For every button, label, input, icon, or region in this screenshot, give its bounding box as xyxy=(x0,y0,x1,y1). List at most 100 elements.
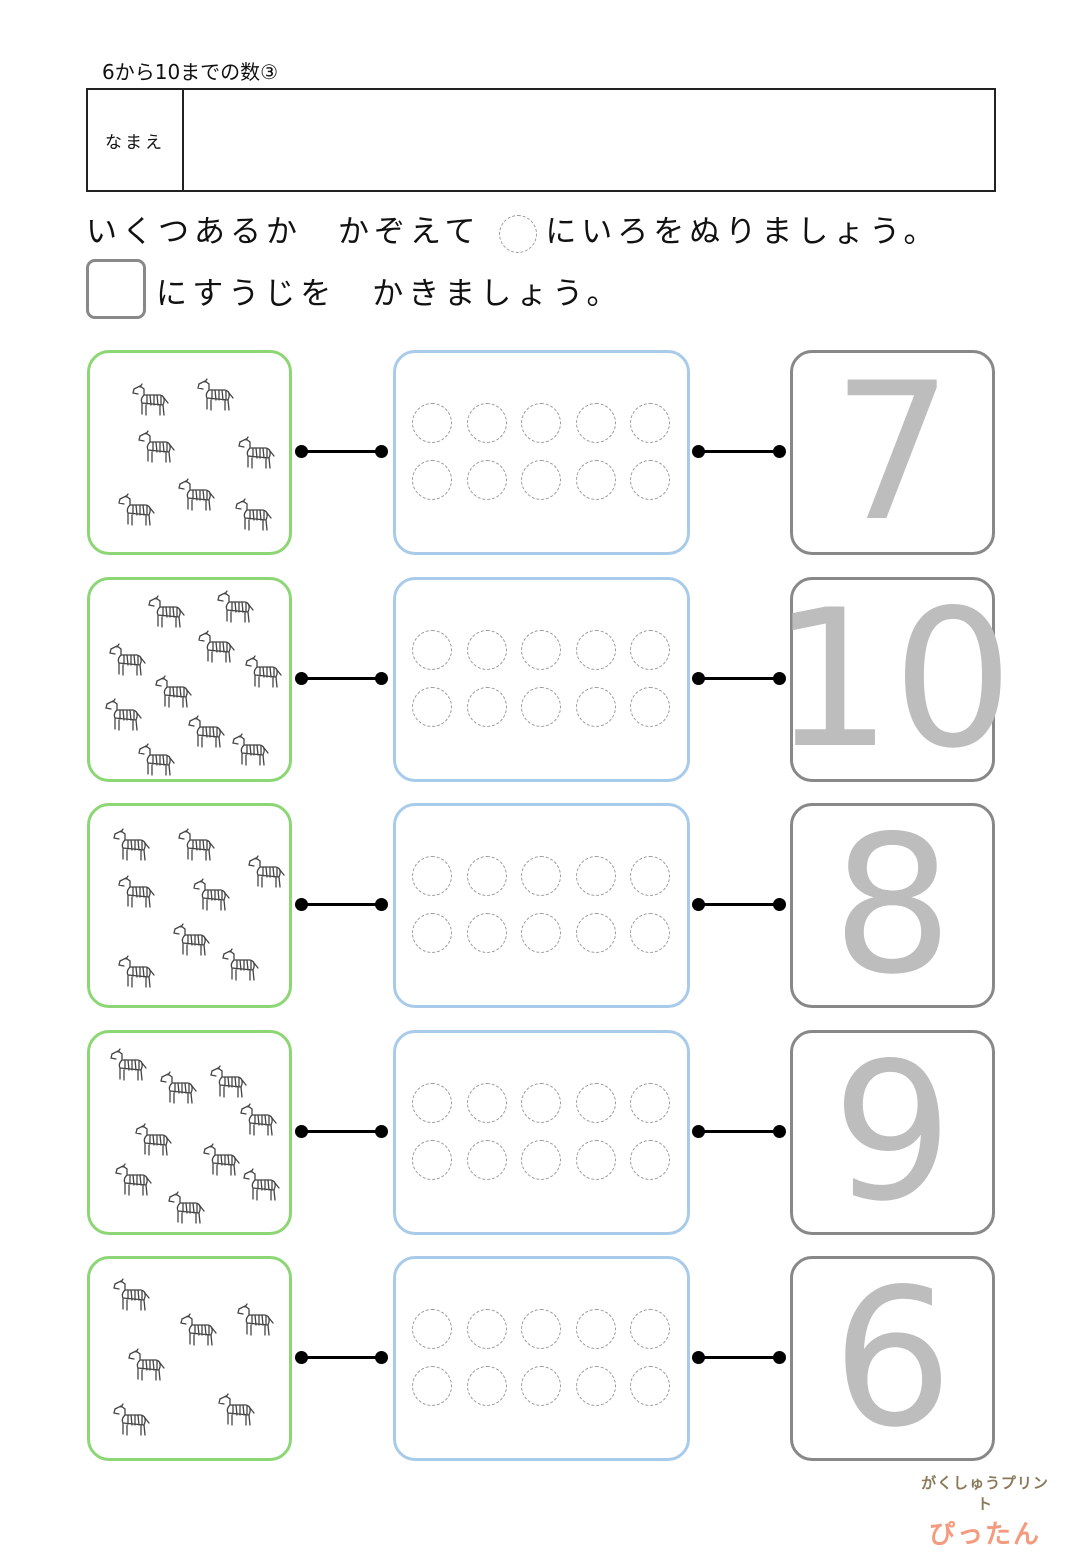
exercise-row: 10 xyxy=(0,577,1080,782)
zebra-icon xyxy=(215,590,255,626)
zebra-icon xyxy=(241,1168,281,1204)
coloring-circle[interactable] xyxy=(466,1366,507,1406)
coloring-circle[interactable] xyxy=(575,1083,616,1123)
zebra-icon xyxy=(116,955,156,991)
zebra-icon xyxy=(216,1393,256,1429)
coloring-circle[interactable] xyxy=(466,403,507,443)
zebra-icon xyxy=(196,630,236,666)
picture-box xyxy=(87,577,292,782)
zebra-icon xyxy=(153,675,193,711)
coloring-circle[interactable] xyxy=(575,856,616,896)
coloring-circles-box xyxy=(393,350,690,555)
coloring-circle[interactable] xyxy=(575,1366,616,1406)
coloring-circle[interactable] xyxy=(630,856,670,896)
trace-number: 7 xyxy=(832,341,953,563)
connector-line xyxy=(301,677,381,680)
zebra-icon xyxy=(230,733,270,769)
connector-dot[interactable] xyxy=(375,1351,388,1364)
zebra-icon xyxy=(208,1065,248,1101)
zebra-icon xyxy=(158,1071,198,1107)
coloring-circle[interactable] xyxy=(575,630,616,670)
coloring-circle[interactable] xyxy=(412,1083,452,1123)
zebra-icon xyxy=(107,643,147,679)
coloring-circle[interactable] xyxy=(466,630,507,670)
coloring-circle[interactable] xyxy=(412,856,452,896)
zebra-icon xyxy=(186,715,226,751)
logo-line-1: がくしゅうプリント xyxy=(921,1474,1049,1513)
coloring-circle[interactable] xyxy=(575,1140,616,1180)
zebra-icon xyxy=(146,595,186,631)
instruction-line-1: いくつあるか かぞえて にいろをぬりましょう。 xyxy=(86,206,939,253)
coloring-circle[interactable] xyxy=(630,913,670,953)
coloring-circle[interactable] xyxy=(630,460,670,500)
coloring-circle[interactable] xyxy=(630,1140,670,1180)
coloring-circle[interactable] xyxy=(521,403,561,443)
coloring-circle[interactable] xyxy=(630,1309,670,1349)
coloring-circle[interactable] xyxy=(521,1366,561,1406)
coloring-circle[interactable] xyxy=(630,630,670,670)
number-box[interactable]: 6 xyxy=(790,1256,995,1461)
coloring-circle[interactable] xyxy=(412,630,452,670)
coloring-circle[interactable] xyxy=(630,1366,670,1406)
coloring-circle[interactable] xyxy=(521,630,561,670)
square-box-icon xyxy=(86,259,146,319)
connector-dot[interactable] xyxy=(375,898,388,911)
connector-line xyxy=(698,450,779,453)
coloring-circle[interactable] xyxy=(466,1083,507,1123)
zebra-icon xyxy=(178,1313,218,1349)
connector-dot[interactable] xyxy=(773,1125,786,1138)
coloring-circle[interactable] xyxy=(412,913,452,953)
zebra-icon xyxy=(176,478,216,514)
number-box[interactable]: 8 xyxy=(790,803,995,1008)
coloring-circles-box xyxy=(393,1256,690,1461)
connector-dot[interactable] xyxy=(773,1351,786,1364)
coloring-circle[interactable] xyxy=(575,687,616,727)
coloring-circle[interactable] xyxy=(521,687,561,727)
coloring-circle[interactable] xyxy=(412,460,452,500)
coloring-circle[interactable] xyxy=(412,1309,452,1349)
connector-dot[interactable] xyxy=(375,672,388,685)
zebra-icon xyxy=(116,875,156,911)
coloring-circle[interactable] xyxy=(575,913,616,953)
coloring-circle[interactable] xyxy=(630,403,670,443)
trace-number: 6 xyxy=(832,1247,953,1469)
coloring-circle[interactable] xyxy=(575,403,616,443)
zebra-icon xyxy=(126,1348,166,1384)
coloring-circle[interactable] xyxy=(521,460,561,500)
number-box[interactable]: 7 xyxy=(790,350,995,555)
connector-dot[interactable] xyxy=(773,898,786,911)
coloring-circle[interactable] xyxy=(466,687,507,727)
coloring-circle[interactable] xyxy=(575,460,616,500)
coloring-circle[interactable] xyxy=(466,1309,507,1349)
number-box[interactable]: 9 xyxy=(790,1030,995,1235)
trace-number: 9 xyxy=(832,1021,953,1243)
connector-dot[interactable] xyxy=(773,672,786,685)
coloring-circle[interactable] xyxy=(521,1140,561,1180)
coloring-circle[interactable] xyxy=(466,913,507,953)
coloring-circle[interactable] xyxy=(575,1309,616,1349)
coloring-circle[interactable] xyxy=(630,1083,670,1123)
coloring-circle[interactable] xyxy=(521,1083,561,1123)
zebra-icon xyxy=(176,828,216,864)
coloring-circle[interactable] xyxy=(630,687,670,727)
name-field[interactable]: なまえ xyxy=(86,88,996,192)
logo-text: ぴったんこ! xyxy=(928,1520,1041,1560)
coloring-circle[interactable] xyxy=(521,1309,561,1349)
connector-dot[interactable] xyxy=(375,1125,388,1138)
exercise-row: 9 xyxy=(0,1030,1080,1235)
picture-box xyxy=(87,803,292,1008)
coloring-circle[interactable] xyxy=(466,460,507,500)
coloring-circle[interactable] xyxy=(412,403,452,443)
coloring-circle[interactable] xyxy=(466,856,507,896)
coloring-circle[interactable] xyxy=(521,856,561,896)
connector-dot[interactable] xyxy=(773,445,786,458)
number-box[interactable]: 10 xyxy=(772,577,1013,782)
coloring-circle[interactable] xyxy=(412,1366,452,1406)
zebra-icon xyxy=(233,498,273,534)
coloring-circle[interactable] xyxy=(412,1140,452,1180)
coloring-circle[interactable] xyxy=(412,687,452,727)
coloring-circle[interactable] xyxy=(466,1140,507,1180)
exercise-row: 6 xyxy=(0,1256,1080,1461)
connector-dot[interactable] xyxy=(375,445,388,458)
coloring-circle[interactable] xyxy=(521,913,561,953)
